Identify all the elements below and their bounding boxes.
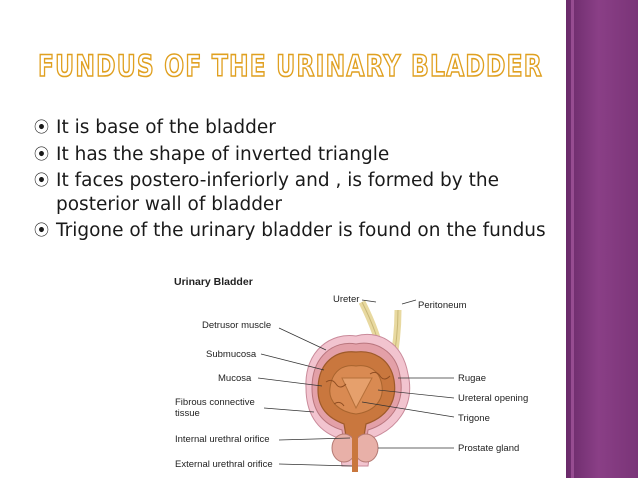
bullet-icon: ⦿ (34, 118, 50, 136)
label-fibrous-2: tissue (175, 408, 200, 419)
bullet-text: It is base of the bladder (56, 117, 276, 138)
label-ureteral-opening: Ureteral opening (458, 393, 528, 404)
bullet-icon: ⦿ (34, 171, 50, 189)
sidebar-decoration (566, 0, 638, 478)
label-trigone: Trigone (458, 413, 490, 424)
label-rugae: Rugae (458, 373, 486, 384)
bullet-icon: ⦿ (34, 221, 50, 239)
label-ureter: Ureter (333, 294, 359, 305)
sidebar-stripe (571, 0, 574, 478)
bullet-item: ⦿ It is base of the bladder (34, 116, 554, 140)
bullet-list: ⦿ It is base of the bladder ⦿ It has the s… (34, 116, 554, 246)
slide-title: FUNDUS OF THE URINARY BLADDER (37, 48, 543, 84)
label-internal-orifice: Internal urethral orifice (175, 434, 270, 445)
label-detrusor: Detrusor muscle (202, 320, 271, 331)
bullet-item: ⦿ It faces postero-inferiorly and , is fo… (34, 169, 554, 216)
label-external-orifice: External urethral orifice (175, 459, 273, 470)
label-submucosa: Submucosa (206, 349, 257, 360)
bullet-text: It faces postero-inferiorly and , is for… (56, 170, 499, 215)
diagram-title: Urinary Bladder (174, 276, 253, 288)
label-mucosa: Mucosa (218, 373, 252, 384)
bullet-icon: ⦿ (34, 144, 50, 163)
bullet-item: ⦿ It has the shape of inverted triangle (34, 143, 554, 167)
slide-title-text: FUNDUS OF THE URINARY BLADDER (38, 49, 543, 83)
bladder-diagram: Urinary Bladder (166, 270, 538, 474)
label-fibrous: Fibrous connective (175, 397, 255, 408)
label-peritoneum: Peritoneum (418, 300, 467, 311)
bullet-text: Trigone of the urinary bladder is found … (56, 220, 546, 241)
bullet-item: ⦿ Trigone of the urinary bladder is found… (34, 219, 554, 243)
label-prostate: Prostate gland (458, 443, 519, 454)
bullet-text: It has the shape of inverted triangle (56, 143, 390, 165)
